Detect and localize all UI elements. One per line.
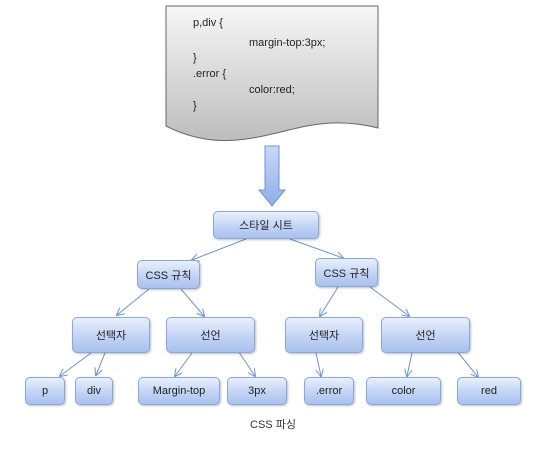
edge-rule-left-selector [117, 288, 150, 315]
code-line-4: .error { [193, 68, 227, 80]
code-line-6: } [193, 100, 197, 112]
code-line-1: p,div { [193, 17, 223, 29]
leaf-3px: 3px [227, 377, 287, 405]
edge-rule-right-declaration [369, 286, 409, 316]
node-css-rule-left: CSS 규칙 [137, 260, 200, 289]
node-selector-left: 선택자 [72, 317, 150, 353]
edge-rule-left-declaration [180, 288, 204, 316]
node-selector-right: 선택자 [285, 317, 363, 353]
leaf-p: p [25, 377, 65, 405]
edge-selector-right-error [315, 352, 321, 376]
edge-declaration-right-color [407, 352, 413, 376]
edge-declaration-left-margin [175, 352, 193, 376]
node-css-rule-right: CSS 규칙 [315, 258, 378, 287]
parse-down-arrow [257, 145, 287, 207]
leaf-div: div [75, 377, 113, 405]
leaf-red: red [457, 377, 521, 405]
edge-root-rule-left [192, 238, 247, 260]
diagram-caption: CSS 파싱 [250, 419, 296, 431]
code-line-5: color:red; [249, 84, 295, 96]
edge-root-rule-right [289, 238, 343, 258]
edge-rule-right-selector [320, 286, 339, 316]
node-stylesheet: 스타일 시트 [213, 211, 319, 239]
leaf-margin-top: Margin-top [138, 377, 220, 405]
leaf-error: .error [304, 377, 354, 405]
code-line-3: } [193, 52, 197, 64]
leaf-color: color [366, 377, 441, 405]
node-declaration-right: 선언 [381, 317, 470, 353]
node-declaration-left: 선언 [166, 317, 255, 353]
edge-selector-left-div [96, 352, 106, 375]
edge-selector-left-p [60, 352, 92, 376]
edge-declaration-right-red [455, 349, 478, 377]
code-line-2: margin-top:3px; [249, 37, 326, 49]
